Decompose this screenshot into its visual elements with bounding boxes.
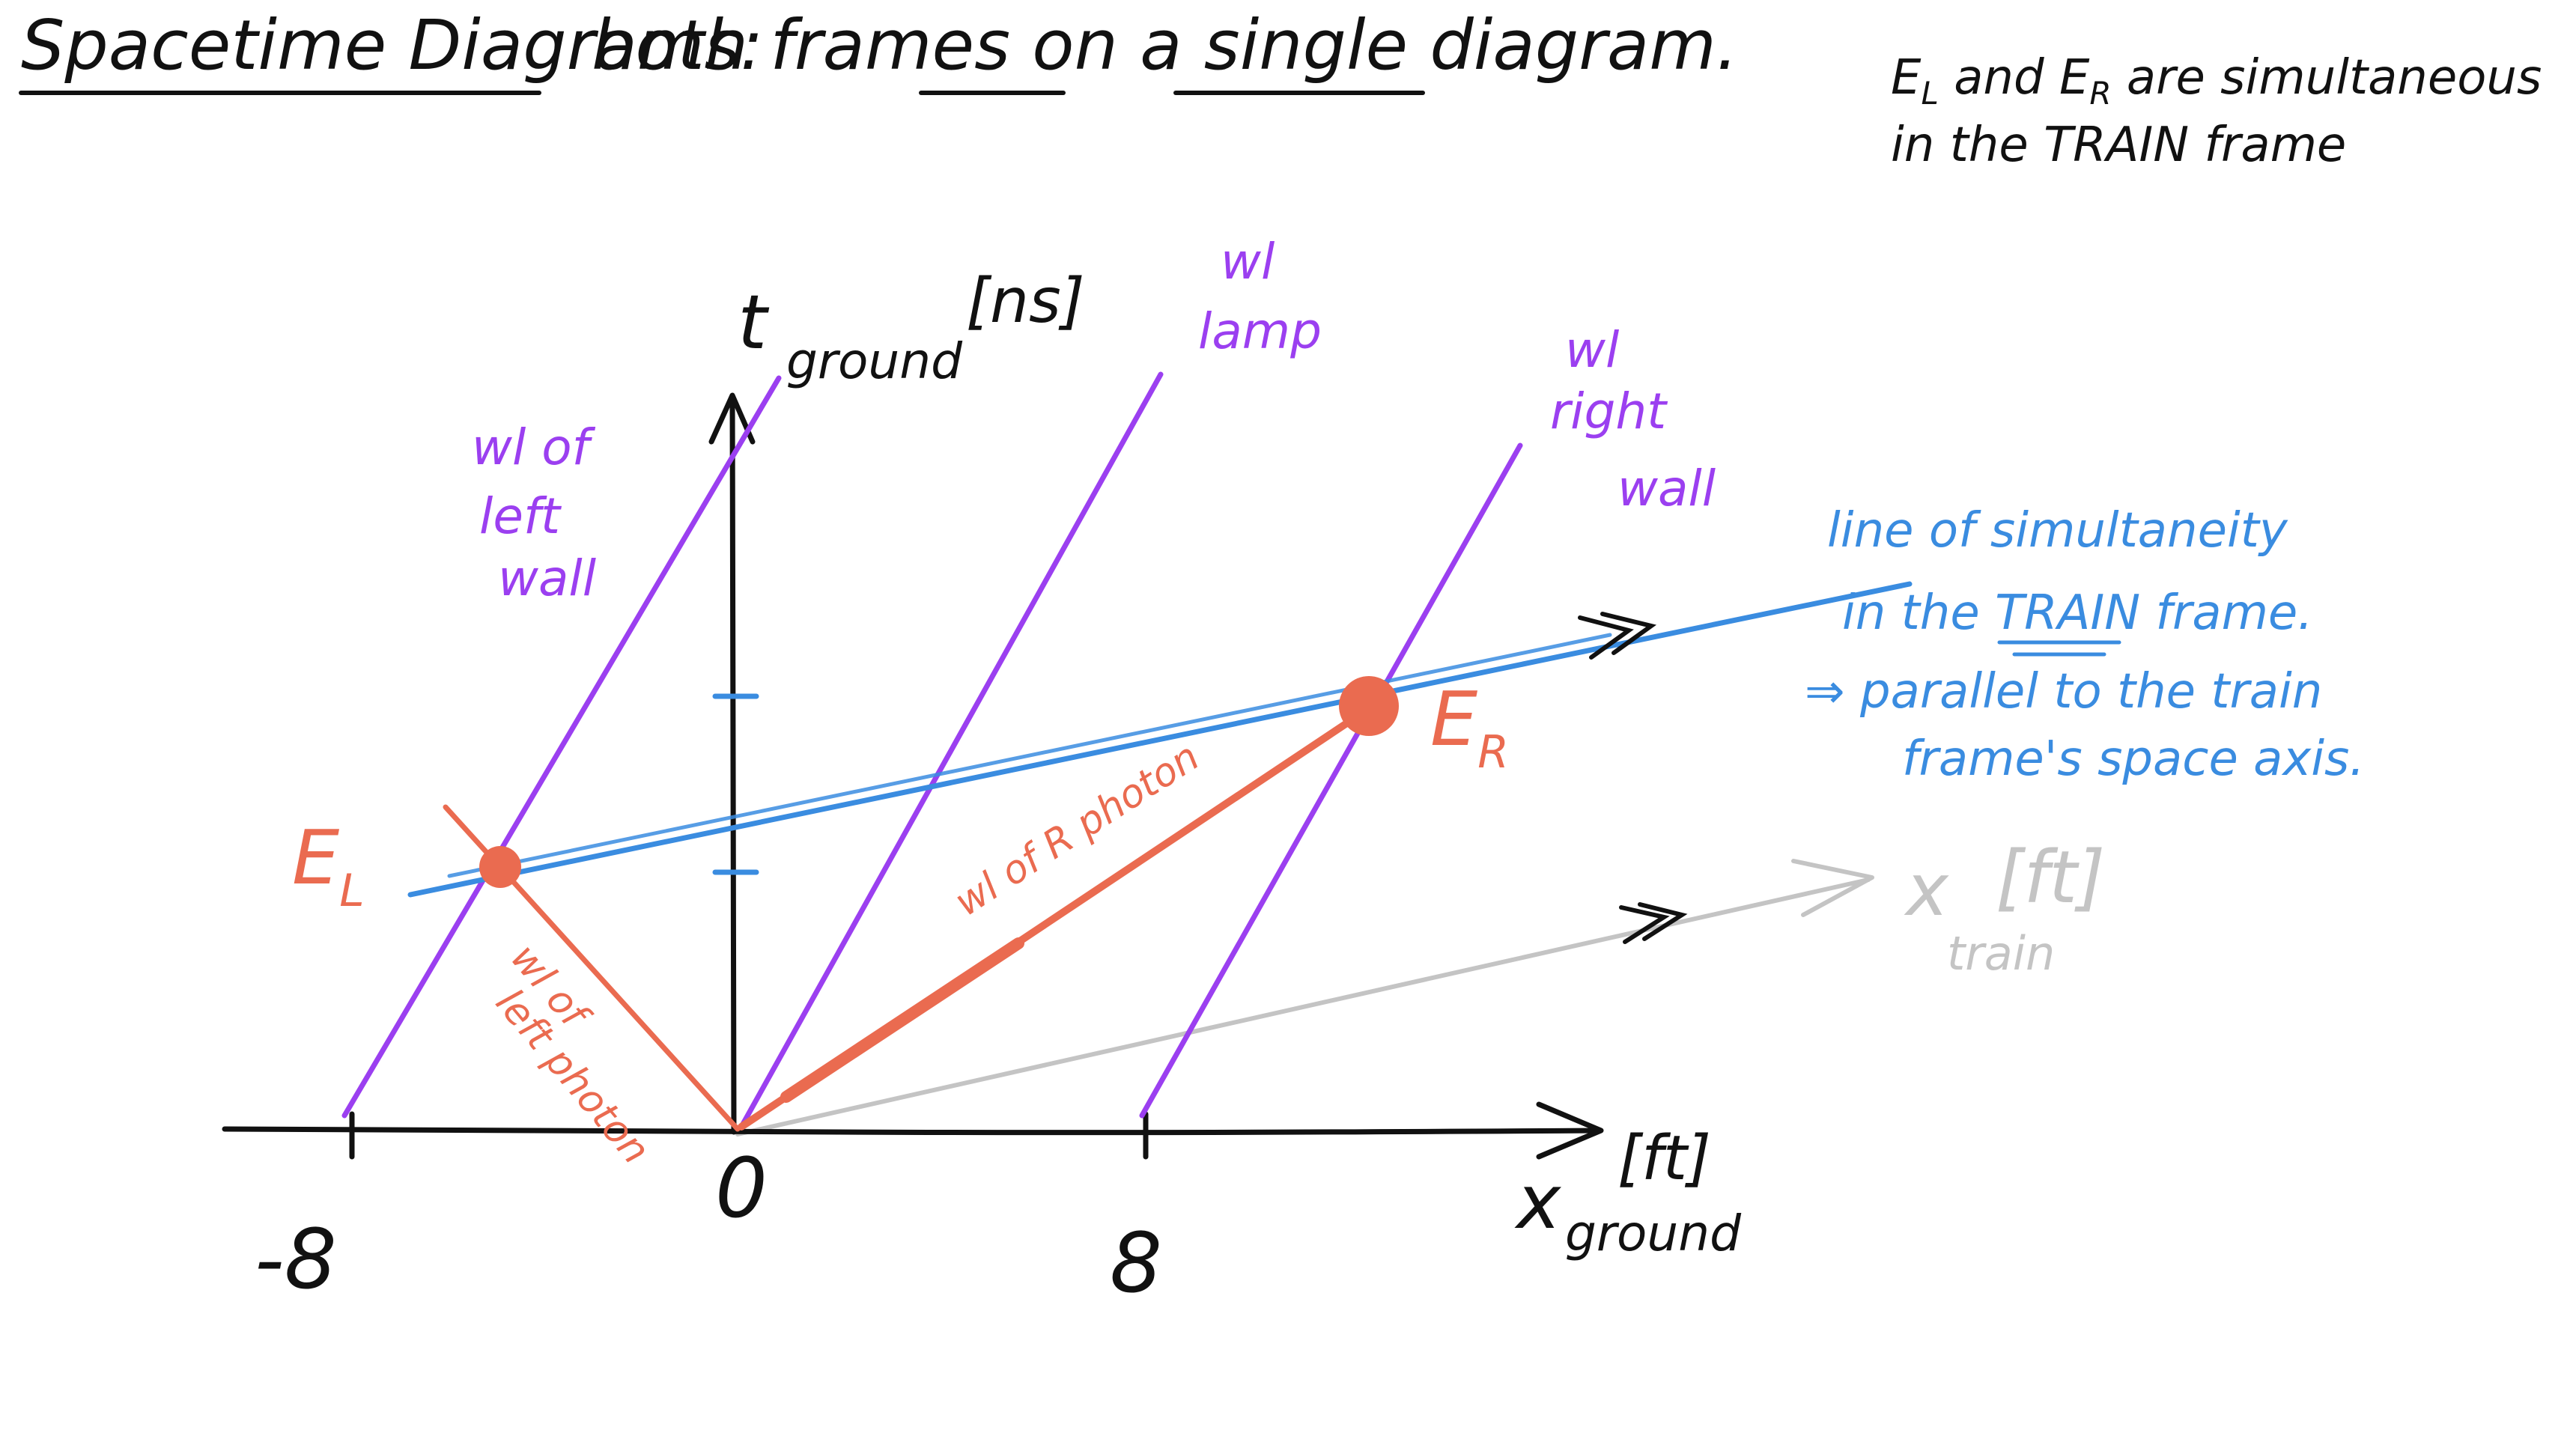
t-ground-unit: [ns] [966, 266, 1085, 337]
note-line-1: EL and ER are simultaneous [1891, 50, 2542, 112]
right-wall-label-2: right [1550, 383, 1668, 440]
train-x-subscript: train [1947, 926, 2055, 981]
events: EL ER [292, 675, 1509, 917]
t-ground-axis-arrow [708, 392, 756, 445]
x-ground-axis-line [222, 1126, 1602, 1136]
simultaneity-label-2: in the TRAIN frame. [1842, 585, 2313, 641]
train-x-axis: x [ft] train [735, 836, 2105, 1137]
simultaneous-note: EL and ER are simultaneous in the TRAIN … [1891, 50, 2542, 173]
train-x-unit: [ft] [1996, 836, 2105, 919]
x-ground-unit: [ft] [1617, 1123, 1711, 1194]
event-left-label: EL [292, 814, 365, 917]
train-x-label: x [1904, 848, 1949, 932]
t-ground-label: t [738, 279, 770, 366]
lamp-label-1: wl [1221, 233, 1275, 290]
note-line-2: in the TRAIN frame [1891, 118, 2346, 173]
x-tick-label-minus-8: -8 [255, 1211, 337, 1307]
simultaneity-double-arrow [1578, 612, 1657, 660]
title: Spacetime Diagrams: both frames on a sin… [19, 5, 1738, 95]
right-wall-worldline [1139, 442, 1523, 1119]
simultaneity-label-4: frame's space axis. [1902, 731, 2365, 787]
simultaneity-label-3: ⇒ parallel to the train [1805, 664, 2322, 719]
photon-worldlines: wl of left photon wl of R photon [443, 704, 1374, 1172]
train-x-axis-arrow [1791, 859, 1874, 917]
right-wall-label-3: wall [1617, 460, 1716, 517]
worldlines: wl of left wall wl lamp wl right wall [341, 233, 1716, 1130]
t-ground-axis-line [729, 394, 737, 1135]
x-tick-label-8: 8 [1110, 1215, 1162, 1311]
simultaneity-line: line of simultaneity in the TRAIN frame.… [407, 503, 2365, 898]
simultaneity-line-overstroke [447, 633, 1612, 878]
simultaneity-line-main [407, 581, 1913, 898]
left-wall-label-3: wall [498, 550, 597, 607]
train-x-axis-line [735, 877, 1871, 1137]
train-x-axis-double-arrow [1619, 902, 1688, 944]
x-ground-subscript: ground [1565, 1205, 1742, 1262]
simultaneity-label-1: line of simultaneity [1827, 503, 2288, 559]
event-left-dot [479, 846, 521, 888]
lamp-label-2: lamp [1198, 302, 1322, 360]
event-right-dot [1339, 676, 1399, 736]
x-ground-axis-arrow [1536, 1101, 1604, 1160]
t-ground-subscript: ground [786, 332, 963, 390]
title-part1: Spacetime Diagrams: [21, 5, 763, 85]
x-ground-label: x [1514, 1158, 1562, 1246]
left-wall-worldline [341, 375, 782, 1119]
train-underline [1997, 640, 2121, 657]
right-photon-emphasis [780, 937, 1024, 1103]
left-wall-label-2: left [479, 487, 562, 545]
lamp-worldline [738, 371, 1164, 1130]
x-tick-label-0: 0 [715, 1140, 768, 1236]
title-part2: both frames on a single diagram. [592, 5, 1738, 85]
event-right-label: ER [1430, 675, 1509, 779]
right-wall-label-1: wl [1565, 321, 1620, 379]
left-wall-label-1: wl of [472, 419, 596, 476]
ground-axes: -8 0 8 t ground [ns] x ground [ft] [222, 266, 1742, 1311]
